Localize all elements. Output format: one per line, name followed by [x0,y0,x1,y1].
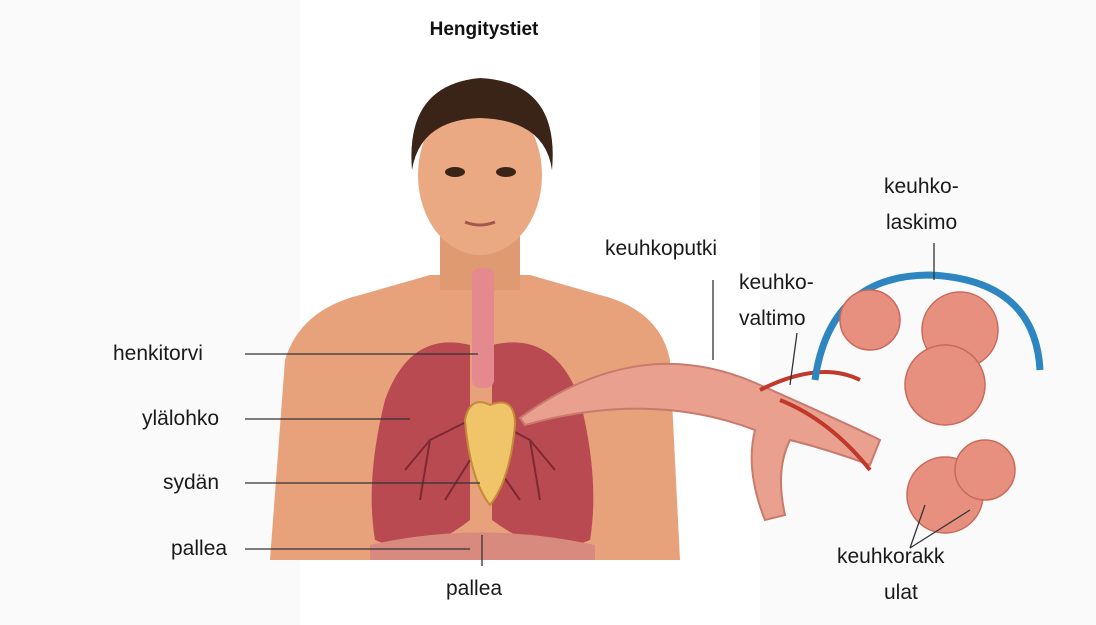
label-ylalohko: ylälohko [142,406,219,432]
alveolus [905,345,985,425]
label-henkitorvi: henkitorvi [113,341,203,367]
label-keuhkolaskimo-line1: keuhko- [884,174,959,200]
label-keuhkovaltimo-line2: valtimo [739,306,806,332]
alveolus [955,440,1015,500]
label-keuhkovaltimo-line1: keuhko- [739,270,814,296]
label-pallea-bottom: pallea [446,576,502,602]
diagram-title: Hengitystiet [0,19,968,41]
label-keuhkolaskimo-line2: laskimo [886,210,957,236]
background-band-left [0,0,300,625]
label-keuhkoputki: keuhkoputki [605,236,717,262]
right-eye [496,167,516,177]
left-eye [445,167,465,177]
label-sydan: sydän [163,470,219,496]
trachea [472,268,494,388]
label-keuhkorakkulat-line2: ulat [884,580,918,606]
alveolus [840,290,900,350]
label-keuhkorakkulat-line1: keuhkorakk [837,544,944,570]
label-pallea-left: pallea [171,536,227,562]
